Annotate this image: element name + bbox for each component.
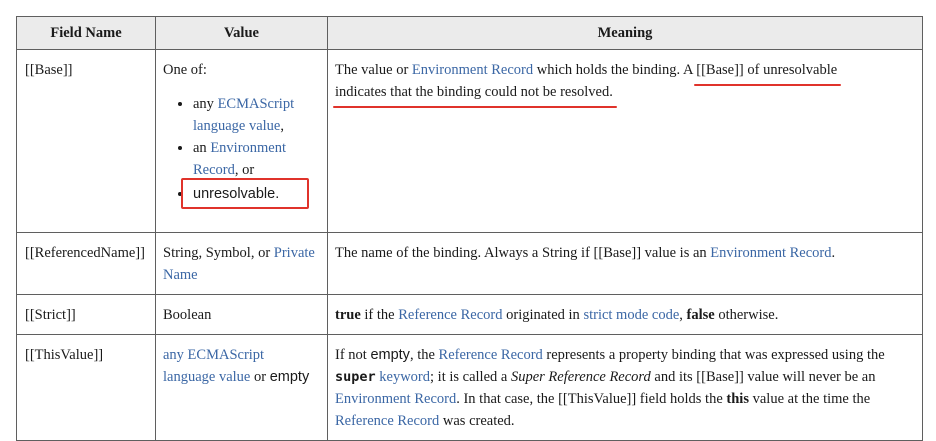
table-row-base: [[Base]] One of: any ECMAScript language…: [16, 49, 923, 233]
field-name-referenced-name: [[ReferencedName]]: [16, 232, 156, 295]
red-underlined-phrase: [[Base]] of unresolvable: [694, 59, 842, 86]
header-meaning: Meaning: [327, 16, 923, 50]
value-cell-strict: Boolean: [155, 294, 328, 335]
field-name-text: [[ThisValue]]: [25, 347, 104, 363]
value-cell-base: One of: any ECMAScript language value, a…: [155, 49, 328, 233]
field-name-this-value: [[ThisValue]]: [16, 334, 156, 441]
reference-record-fields-table: Field Name Value Meaning [[Base]] One of…: [16, 16, 923, 441]
meaning-cell-referenced-name: The name of the binding. Always a String…: [327, 232, 923, 295]
list-item: an Environment Record, or: [193, 137, 320, 181]
table-header-row: Field Name Value Meaning: [16, 16, 923, 50]
reference-record-link[interactable]: Reference Record: [335, 413, 440, 429]
list-item: any ECMAScript language value,: [193, 93, 320, 137]
red-underlined-phrase: indicates that the binding could not be …: [333, 81, 617, 108]
field-name-text: [[ReferencedName]]: [25, 245, 145, 261]
meaning-cell-base: The value or Environment Record which ho…: [327, 49, 923, 233]
meaning-cell-strict: true if the Reference Record originated …: [327, 294, 923, 335]
value-intro: One of:: [163, 62, 207, 78]
private-name-link[interactable]: Private Name: [163, 245, 315, 283]
environment-record-link[interactable]: Environment Record: [335, 391, 457, 407]
table-row-strict: [[Strict]] Boolean true if the Reference…: [16, 294, 923, 335]
field-name-text: [[Base]]: [25, 62, 73, 78]
keyword-link[interactable]: keyword: [379, 369, 431, 385]
environment-record-link[interactable]: Environment Record: [411, 62, 534, 78]
reference-record-link[interactable]: Reference Record: [398, 307, 503, 323]
table-row-this-value: [[ThisValue]] any ECMAScript language va…: [16, 334, 923, 441]
header-value: Value: [155, 16, 328, 50]
spec-table-frame: Field Name Value Meaning [[Base]] One of…: [0, 0, 936, 426]
value-options-list: any ECMAScript language value, an Enviro…: [163, 93, 320, 209]
header-field-name: Field Name: [16, 16, 156, 50]
field-name-base: [[Base]]: [16, 49, 156, 233]
environment-record-link[interactable]: Environment Record: [193, 140, 287, 178]
field-name-text: [[Strict]]: [25, 307, 76, 323]
environment-record-link[interactable]: Environment Record: [710, 245, 832, 261]
value-cell-this-value: any ECMAScript language value or empty: [155, 334, 328, 441]
strict-mode-code-link[interactable]: strict mode code: [583, 307, 680, 323]
table-row-referenced-name: [[ReferencedName]] String, Symbol, or Pr…: [16, 232, 923, 295]
ecmascript-language-value-link[interactable]: ECMAScript language value: [193, 96, 295, 134]
reference-record-link[interactable]: Reference Record: [438, 347, 543, 363]
list-item: unresolvable.: [181, 178, 320, 209]
value-cell-referenced-name: String, Symbol, or Private Name: [155, 232, 328, 295]
ecmascript-language-value-link[interactable]: any ECMAScript language value: [163, 347, 265, 385]
meaning-cell-this-value: If not empty, the Reference Record repre…: [327, 334, 923, 441]
unresolvable-text: unresolvable.: [193, 186, 280, 202]
unresolvable-annotated: unresolvable.: [181, 178, 309, 209]
field-name-strict: [[Strict]]: [16, 294, 156, 335]
